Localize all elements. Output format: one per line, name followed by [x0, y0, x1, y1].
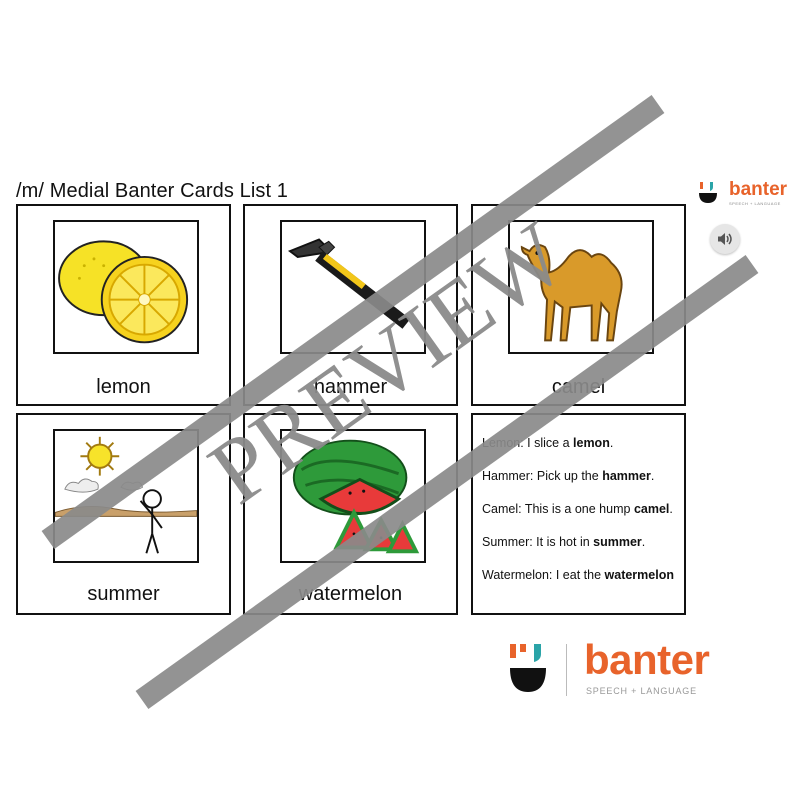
sentence-list: Lemon: I slice a lemon. Hammer: Pick up …	[482, 433, 674, 598]
card-summer[interactable]: summer	[16, 413, 231, 615]
banter-logo-small: banter SPEECH + LANGUAGE	[697, 179, 792, 210]
card-label: watermelon	[298, 583, 403, 605]
card-label: lemon	[96, 376, 151, 398]
card-label: summer	[87, 583, 160, 605]
sentence-hammer: Hammer: Pick up the hammer.	[482, 469, 655, 483]
card-watermelon[interactable]: watermelon	[243, 413, 458, 615]
sentence-card: Lemon: I slice a lemon. Hammer: Pick up …	[471, 413, 686, 615]
summer-scene-illustration	[55, 436, 197, 554]
card-lemon[interactable]: lemon	[16, 204, 231, 406]
brand-tagline: SPEECH + LANGUAGE	[586, 686, 697, 696]
watermelon-illustration	[292, 439, 420, 554]
card-label: camel	[551, 376, 606, 398]
card-image-frame	[280, 429, 426, 563]
sentence-summer: Summer: It is hot in summer.	[482, 535, 646, 549]
card-image-frame	[280, 220, 426, 354]
logo-divider	[566, 644, 567, 696]
card-image-frame	[53, 429, 199, 563]
card-hammer[interactable]: hammer	[243, 204, 458, 406]
banter-mark-icon	[510, 644, 546, 692]
camel-illustration	[520, 244, 623, 342]
sentence-camel: Camel: This is a one hump camel.	[482, 502, 673, 516]
banter-logo-large: banter SPEECH + LANGUAGE	[506, 636, 726, 700]
page-title: /m/ Medial Banter Cards List 1	[16, 180, 288, 202]
sentence-watermelon: Watermelon: I eat the watermelon	[482, 568, 674, 582]
card-label: hammer	[313, 376, 388, 398]
speaker-button[interactable]	[710, 224, 740, 254]
brand-tagline-small: SPEECH + LANGUAGE	[729, 201, 781, 206]
brand-name-small: banter	[729, 179, 788, 200]
card-image-frame	[53, 220, 199, 354]
brand-name: banter	[584, 636, 710, 683]
hammer-illustration	[287, 238, 411, 329]
sentence-lemon: Lemon: I slice a lemon.	[482, 436, 614, 450]
card-camel[interactable]: camel	[471, 204, 686, 406]
card-image-frame	[508, 220, 654, 354]
banter-mark-icon	[699, 182, 717, 203]
lemon-illustration	[58, 240, 189, 344]
speaker-icon	[718, 233, 732, 245]
